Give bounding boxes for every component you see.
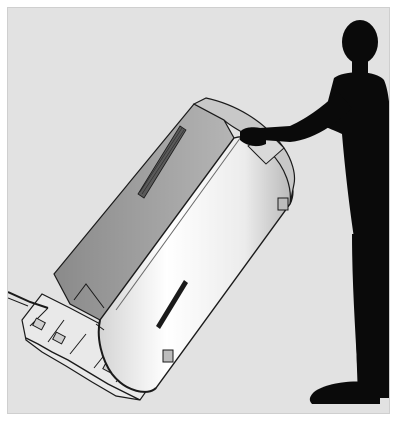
bracket-lower [163,350,173,362]
bracket-upper [278,198,288,210]
illustration-panel [7,7,390,414]
head [342,20,378,64]
appliance-handling-illustration [8,8,390,414]
